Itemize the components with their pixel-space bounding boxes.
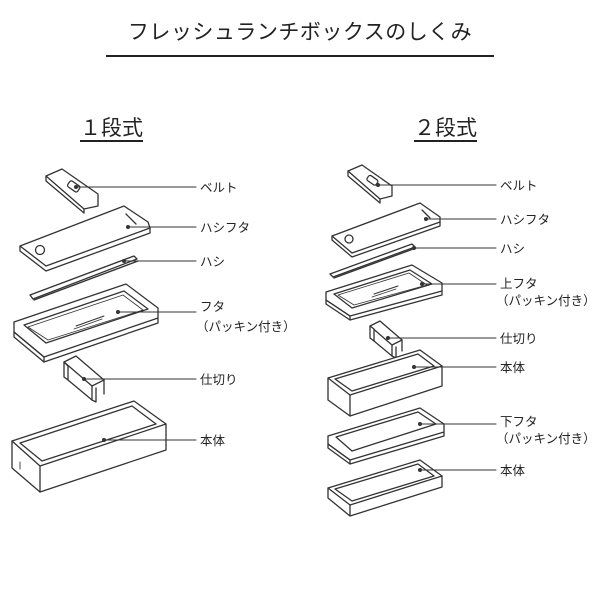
one-tier-chopstick-lid-label: ハシフタ — [200, 220, 251, 235]
one-tier-chopsticks-label: ハシ — [200, 254, 226, 269]
one-tier-leader-dots — [74, 185, 130, 442]
two-tier-chopsticks-label: ハシ — [500, 241, 526, 256]
two-tier-divider-label: 仕切り — [500, 331, 538, 346]
one-tier-divider-label: 仕切り — [200, 372, 238, 387]
two-tier-heading: ２段式 — [414, 116, 477, 140]
two-tier-lower-lid-part — [327, 407, 445, 465]
two-tier-leader-lines — [377, 184, 497, 471]
two-tier-lower-body-label: 本体 — [500, 463, 526, 478]
two-tier-chopstick-lid-part — [331, 202, 441, 258]
one-tier-lid-part — [13, 283, 159, 363]
one-tier-heading: １段式 — [80, 116, 143, 140]
one-tier-body-part — [11, 400, 167, 493]
two-tier-upper-body-part — [327, 349, 443, 417]
two-tier-chopstick-lid-label: ハシフタ — [500, 212, 551, 227]
two-tier-lower-body-part — [327, 459, 443, 517]
one-tier-chopstick-lid-part — [19, 205, 151, 272]
two-tier-divider-part — [369, 320, 403, 359]
two-tier-upper-lid-packing-label: （パッキン付き） — [496, 293, 596, 308]
two-tier-lower-lid-label: 下フタ — [500, 414, 538, 429]
diagram-title: フレッシュランチボックスのしくみ — [127, 20, 473, 44]
one-tier-chopsticks-part — [29, 255, 139, 301]
one-tier-lid-packing-label: （パッキン付き） — [196, 319, 296, 334]
two-tier-belt-label: ベルト — [500, 178, 538, 193]
two-tier-leader-dots — [376, 183, 428, 472]
two-tier-upper-body-label: 本体 — [500, 360, 526, 375]
two-tier-upper-lid-part — [325, 264, 443, 321]
two-tier-diagram — [325, 164, 497, 517]
one-tier-belt-part — [45, 168, 99, 214]
one-tier-belt-label: ベルト — [200, 180, 238, 195]
title-underline — [106, 55, 494, 57]
one-tier-lid-label: フタ — [200, 299, 226, 314]
two-tier-lower-lid-packing-label: （パッキン付き） — [496, 431, 596, 446]
one-tier-body-label: 本体 — [200, 433, 226, 448]
two-tier-upper-lid-label: 上フタ — [500, 276, 538, 291]
two-tier-belt-part — [347, 164, 393, 204]
one-tier-leader-lines — [75, 186, 197, 441]
one-tier-diagram — [11, 168, 197, 493]
